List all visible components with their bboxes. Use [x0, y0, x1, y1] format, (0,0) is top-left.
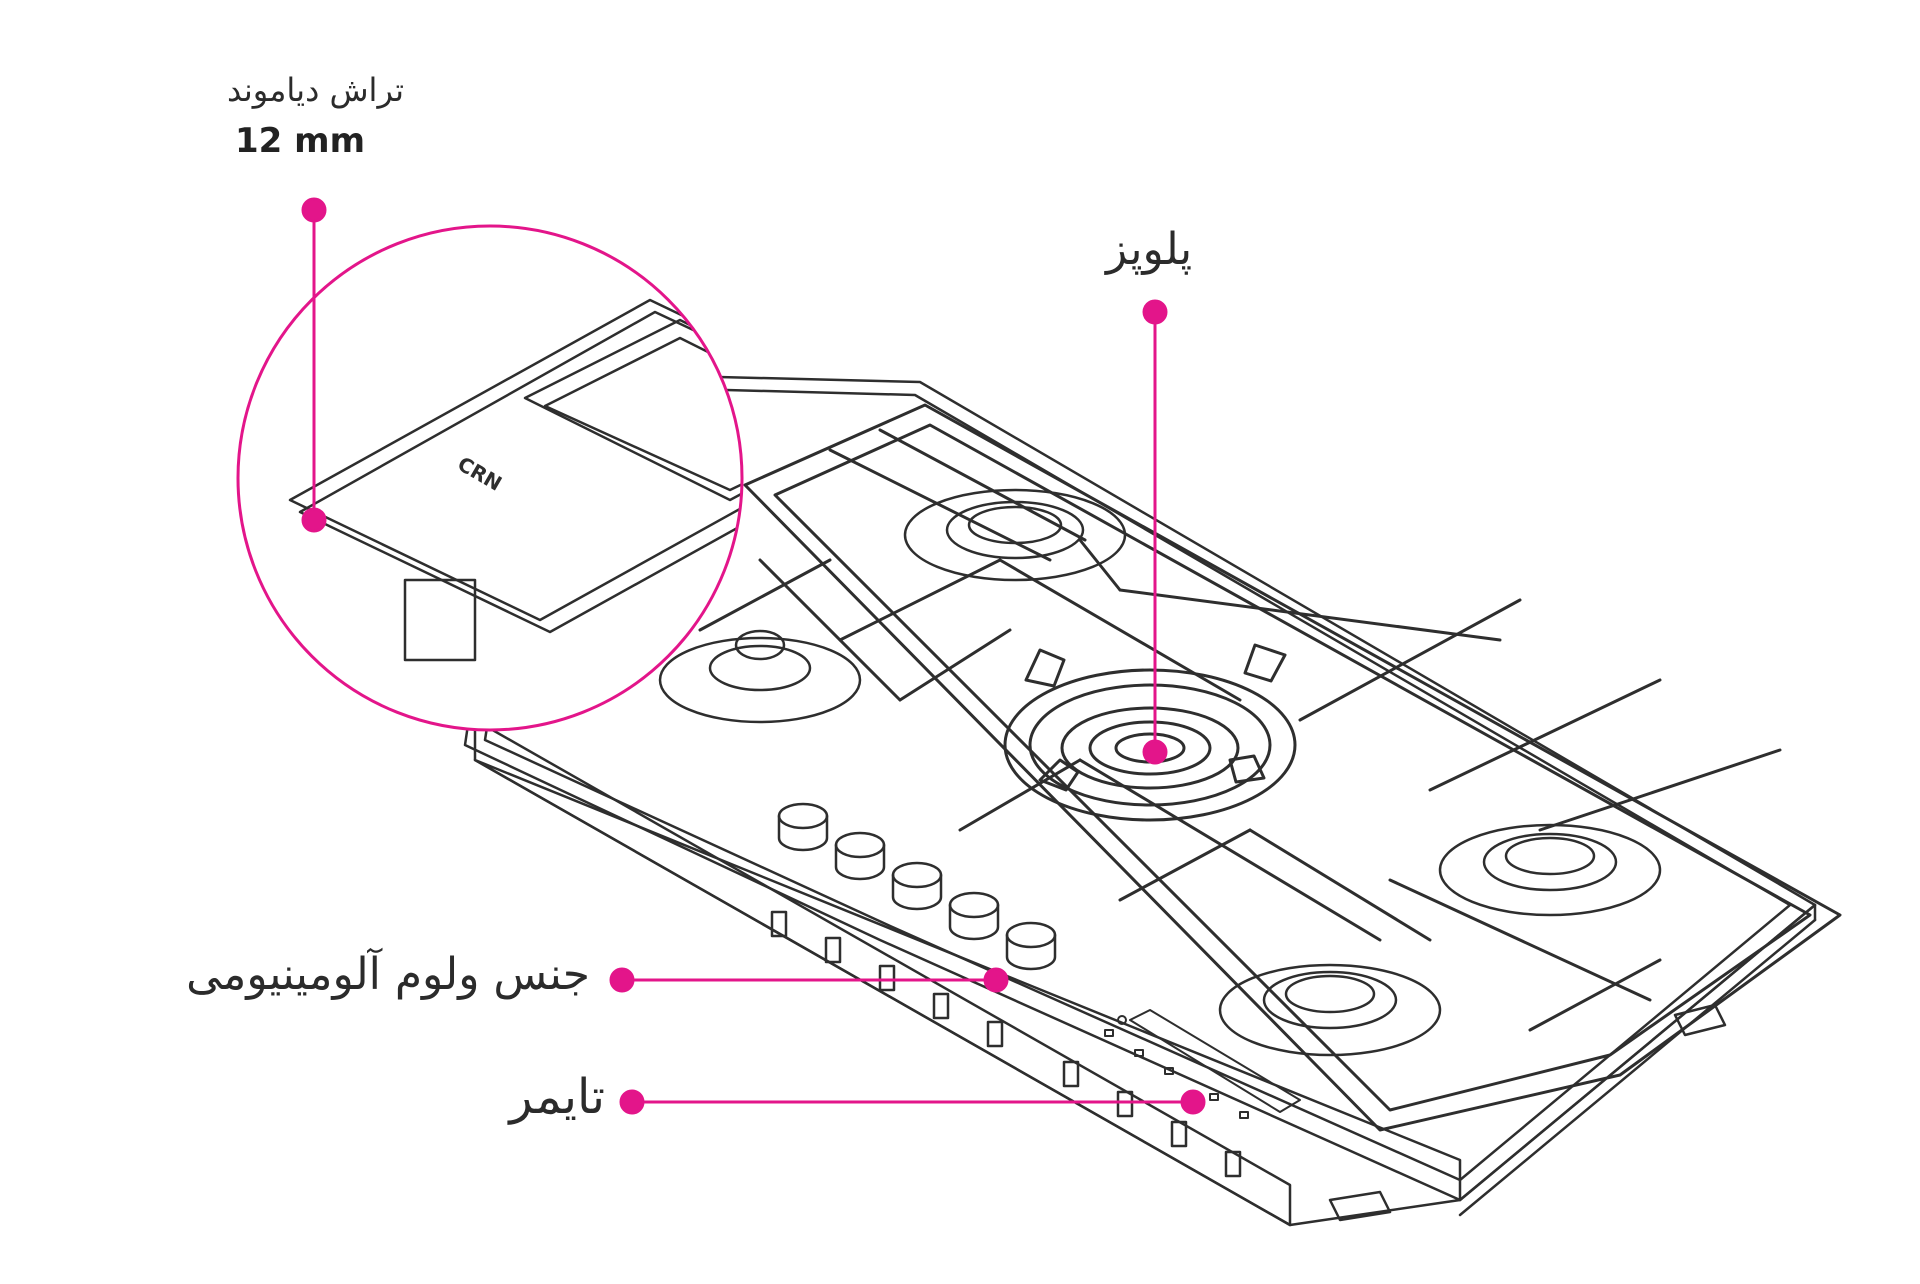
- knob-2: [834, 831, 886, 881]
- knob-1: [777, 802, 829, 852]
- burner-right-rear: [1438, 823, 1662, 917]
- dot-edge-top: [301, 197, 327, 223]
- edge-callout-value: 12 mm: [235, 121, 366, 161]
- burner-callout-title: پلوپز: [1106, 224, 1193, 275]
- knobs-callout-title: جنس ولوم آلومینیومی: [186, 949, 590, 1000]
- knob-3: [891, 861, 943, 911]
- callout-leaders: [301, 197, 1206, 1115]
- dot-burner-bottom: [1142, 739, 1168, 765]
- edge-callout-title: تراش دیاموند: [227, 71, 404, 109]
- burner-right-front: [1218, 963, 1442, 1057]
- edge-magnifier: CRN: [236, 224, 744, 732]
- burner-wok-center: [1003, 643, 1297, 822]
- control-knobs: [777, 802, 1057, 971]
- dot-burner-top: [1142, 299, 1168, 325]
- front-panel: [473, 718, 1292, 1227]
- dot-timer-right: [1180, 1089, 1206, 1115]
- burner-left-rear: [903, 488, 1127, 582]
- pan-support-grate: [698, 403, 1842, 1132]
- front-control-slots: [770, 910, 1242, 1178]
- foot-front: [1328, 1190, 1392, 1222]
- dot-edge-bottom: [301, 507, 327, 533]
- dot-knobs-left: [609, 967, 635, 993]
- dot-knobs-right: [983, 967, 1009, 993]
- magnifier-ring: [236, 224, 744, 732]
- dot-timer-left: [619, 1089, 645, 1115]
- knob-5: [1005, 921, 1057, 971]
- front-panel-lower: [473, 758, 1462, 1227]
- knob-4: [948, 891, 1000, 941]
- timer-callout-title: تایمر: [509, 1069, 605, 1125]
- timer-display-panel: [1104, 1009, 1301, 1119]
- burner-left-front: [658, 629, 862, 724]
